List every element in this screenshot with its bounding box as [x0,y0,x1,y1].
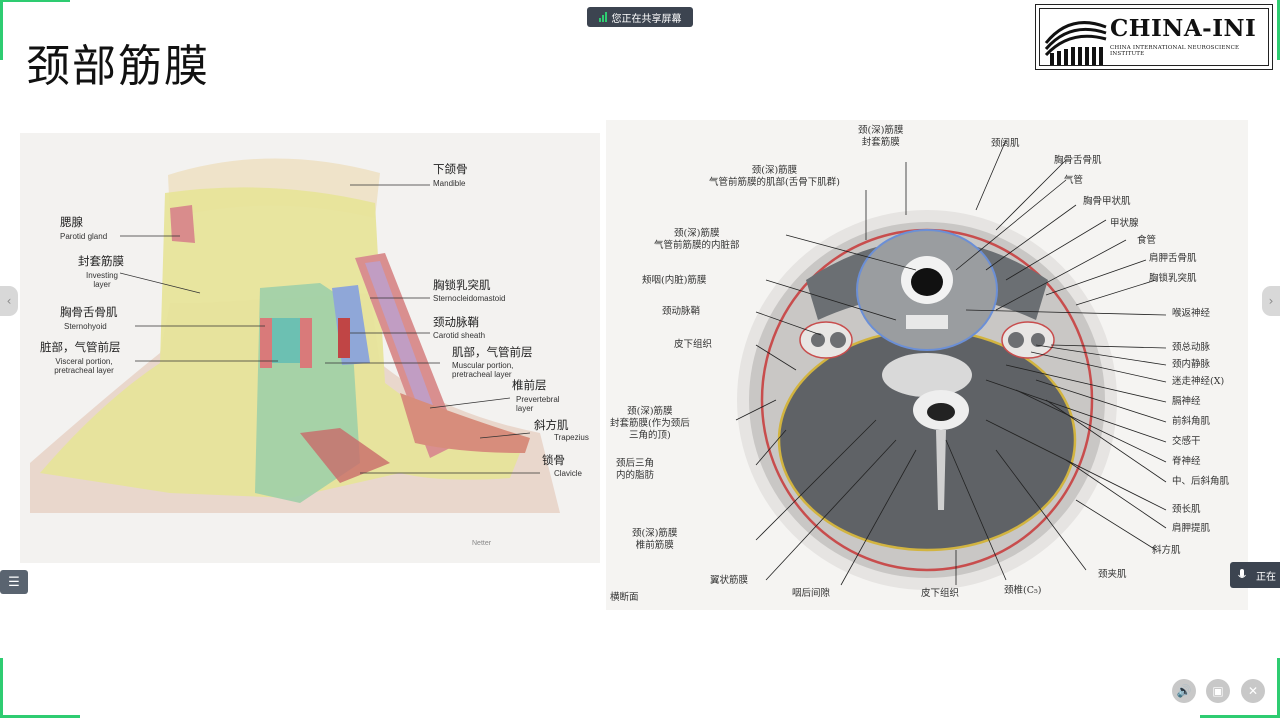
label-omohyoid: 肩胛舌骨肌 [1149,253,1197,264]
corner-accent-bl-h [0,715,80,718]
brain-logo-icon [1044,21,1107,65]
logo-name: CHINA-INI [1110,15,1257,42]
label-parotid-en: Parotid gland [60,232,108,241]
label-subcutaneous-bottom: 皮下组织 [921,588,960,599]
label-trapezius-zh: 斜方肌 [534,418,569,432]
label-trachea: 气管 [1064,175,1084,186]
neck-cross-section-illustration: 颈(深)筋膜 封套筋膜 颈(深)筋膜 气管前筋膜的肌部(舌骨下肌群) 颈(深)筋… [606,120,1248,610]
label-investing-zh: 封套筋膜 [78,254,124,268]
label-prevertebral-zh: 椎前层 [512,378,547,392]
label-sternohyoid-zh: 胸骨舌骨肌 [60,305,118,319]
label-parotid-zh: 腮腺 [60,215,83,229]
label-investing-roof: 颈(深)筋膜 封套筋膜(作为颈后 三角的顶) [610,406,690,441]
label-carotid-sheath: 颈动脉鞘 [662,306,701,317]
screen-icon: ▣ [1212,684,1224,698]
label-sympathetic-trunk: 交感干 [1172,436,1201,447]
close-button[interactable]: ✕ [1241,679,1265,703]
label-carotid-sheath-en: Carotid sheath [433,331,486,340]
label-investing-fascia: 颈(深)筋膜 封套筋膜 [858,125,904,148]
signal-icon [598,12,607,22]
china-ini-logo: CHINA-INI CHINA INTERNATIONAL NEUROSCIEN… [1035,4,1273,70]
label-subcutaneous-left: 皮下组织 [674,339,713,350]
corner-accent-tl [0,0,3,60]
speaker-icon: 🔊 [1176,684,1192,698]
label-buccopharyngeal: 颊咽(内脏)筋膜 [642,275,707,286]
chevron-left-icon: ‹ [6,294,12,308]
label-longus-colli: 颈长肌 [1172,504,1201,515]
label-muscular-en: Muscular portion, pretracheal layer [452,361,514,379]
label-splenius: 颈夹肌 [1098,569,1127,580]
logo-subtitle: CHINA INTERNATIONAL NEUROSCIENCE INSTITU… [1110,45,1240,57]
label-internal-jugular: 颈内静脉 [1172,359,1211,370]
label-clavicle-zh: 锁骨 [542,453,565,467]
label-middle-posterior-scalene: 中、后斜角肌 [1172,476,1230,487]
label-vagus: 迷走神经(X) [1172,376,1225,387]
chevron-right-icon: › [1268,294,1274,308]
list-icon: ☰ [8,574,20,590]
corner-accent-br-h [1200,715,1280,718]
screen-share-indicator[interactable]: 您正在共享屏幕 [587,7,693,27]
speaking-indicator[interactable]: 正在 [1230,562,1280,588]
speaking-label: 正在 [1256,571,1276,583]
corner-accent-bl [0,658,3,718]
label-anterior-scalene: 前斜角肌 [1172,416,1211,427]
label-clavicle-en: Clavicle [554,469,583,478]
label-carotid-sheath-zh: 颈动脉鞘 [433,315,479,329]
neck-fascia-anterior-illustration: Netter 下颌骨 Mandible 腮腺 Parotid gland 封套筋… [20,133,600,563]
corner-accent-tl-h [0,0,70,2]
audio-button[interactable]: 🔊 [1172,679,1196,703]
label-phrenic: 膈神经 [1172,396,1201,407]
neck-cross-section-drawing [735,139,1167,590]
label-sternohyoid: 胸骨舌骨肌 [1054,155,1102,166]
label-posterior-triangle-fat: 颈后三角 内的脂肪 [616,458,655,481]
label-common-carotid: 颈总动脉 [1172,342,1211,353]
label-esophagus: 食管 [1137,235,1157,246]
label-scm: 胸锁乳突肌 [1149,273,1197,284]
label-levator-scapulae: 肩胛提肌 [1172,523,1211,534]
slide-title: 颈部筋膜 [26,41,210,92]
label-platysma: 颈阔肌 [991,138,1020,149]
label-scm-en: Sternocleidomastoid [433,294,506,303]
label-pretracheal-visceral: 颈(深)筋膜 气管前筋膜的内脏部 [654,228,740,251]
close-icon: ✕ [1247,684,1259,698]
label-alar-fascia: 翼状筋膜 [710,575,749,586]
label-pretracheal-muscular: 颈(深)筋膜 气管前筋膜的肌部(舌骨下肌群) [709,165,840,188]
label-visceral-zh: 脏部，气管前层 [40,340,121,354]
prev-slide-button[interactable]: ‹ [0,286,18,316]
screen-share-label: 您正在共享屏幕 [611,13,682,25]
screen-button[interactable]: ▣ [1206,679,1230,703]
label-recurrent-laryngeal: 喉返神经 [1172,308,1211,319]
label-c5-vertebra: 颈椎(C₅) [1004,585,1042,596]
label-sternohyoid-en: Sternohyoid [64,322,107,331]
label-prevertebral-fascia: 颈(深)筋膜 椎前筋膜 [632,528,678,551]
label-spinal-nerve: 脊神经 [1172,456,1201,467]
menu-button[interactable]: ☰ [0,570,28,594]
logo-frame [1039,8,1269,66]
label-trapezius-en: Trapezius [554,433,589,442]
svg-text:Netter: Netter [472,540,492,547]
corner-accent-br [1277,658,1280,718]
microphone-icon [1238,569,1246,578]
next-slide-button[interactable]: › [1262,286,1280,316]
corner-accent-tr [1277,0,1280,60]
figure-caption: 横断面 [610,592,639,603]
label-retropharyngeal: 咽后间隙 [792,588,831,599]
label-mandible-en: Mandible [433,179,466,188]
label-prevertebral-en: Prevertebral layer [516,395,560,413]
label-trapezius: 斜方肌 [1152,545,1181,556]
label-muscular-zh: 肌部，气管前层 [452,345,533,359]
label-scm-zh: 胸锁乳突肌 [433,278,491,292]
label-visceral-en: Visceral portion, pretracheal layer [54,357,114,375]
neck-anterior-drawing: Netter [30,158,560,547]
label-thyroid: 甲状腺 [1110,218,1139,229]
label-sternothyroid: 胸骨甲状肌 [1083,196,1131,207]
label-mandible-zh: 下颌骨 [433,162,468,176]
label-investing-en: Investing layer [85,271,119,289]
